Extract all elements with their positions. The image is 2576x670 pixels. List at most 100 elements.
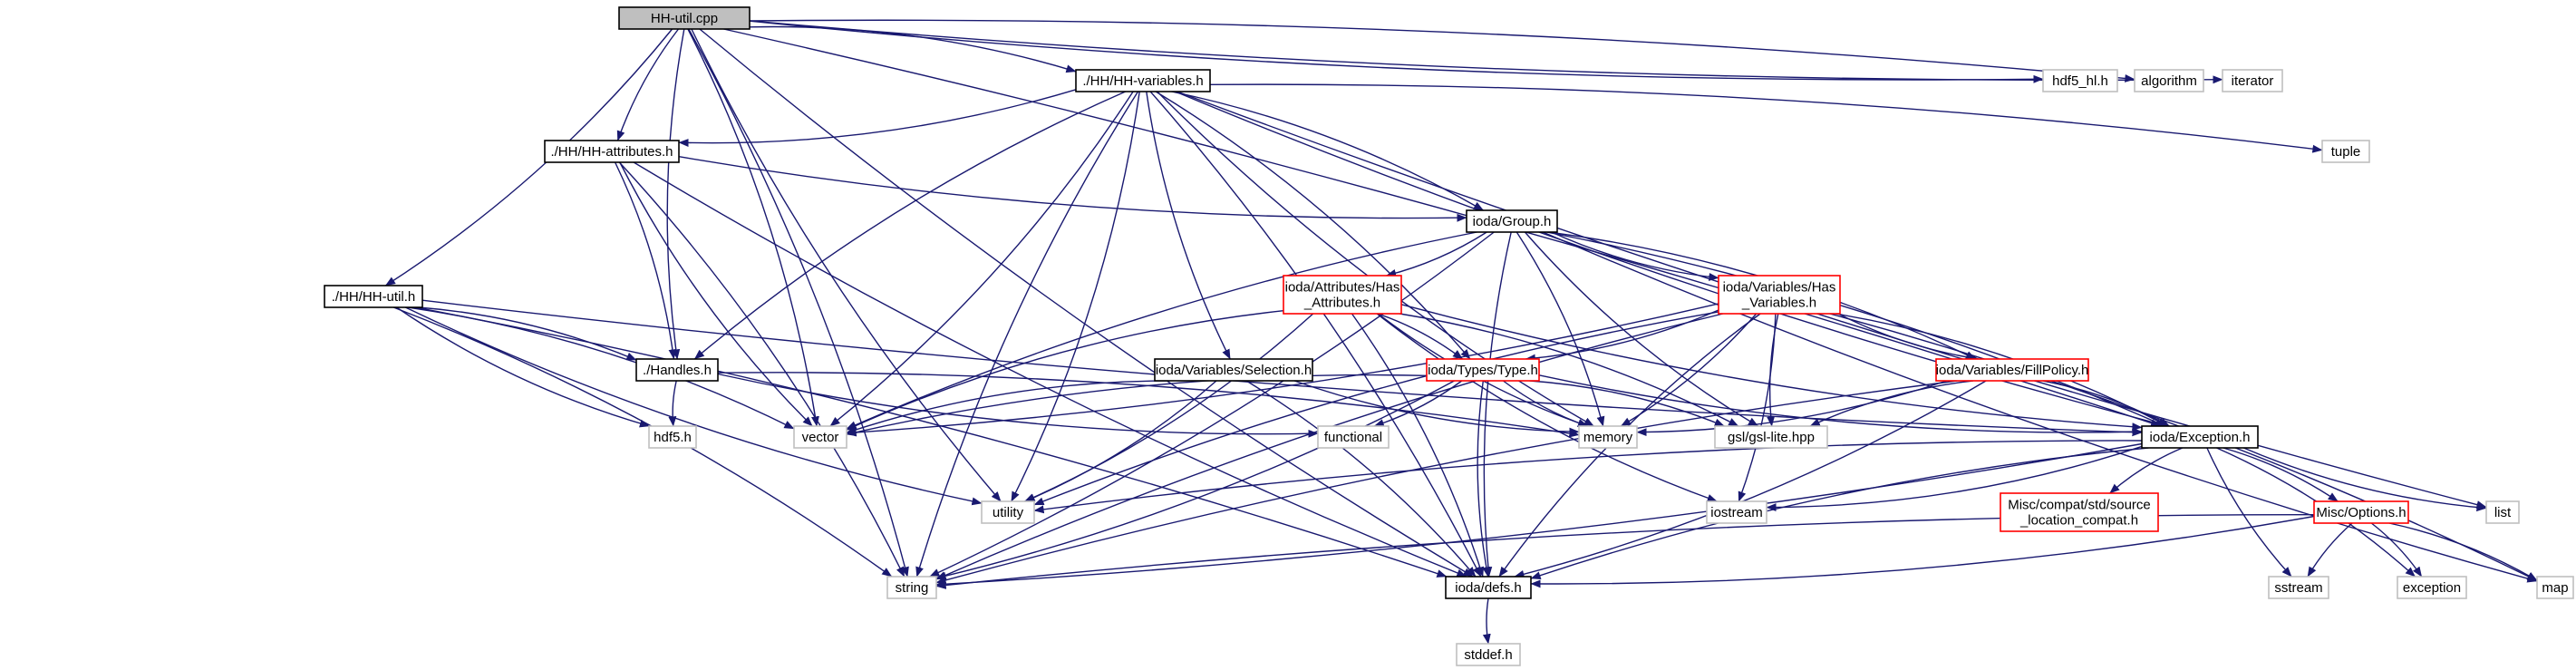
node-hhvars[interactable]: ./HH/HH-variables.h [1075,69,1211,92]
edge-hhattr-to-group [678,156,1467,222]
node-label-hasvars-line-1: ioda/Variables/Has [1723,280,1836,296]
node-box-handles[interactable] [635,358,719,382]
node-functional: functional [1317,425,1390,449]
edge-fillpolicy-to-string [935,380,1958,585]
node-stddef: stddef.h [1456,643,1521,666]
node-handles[interactable]: ./Handles.h [635,358,719,382]
node-algorithm: algorithm [2134,69,2204,92]
node-srcloc[interactable]: Misc/compat/std/source_location_compat.h [2000,492,2159,532]
node-group[interactable]: ioda/Group.h [1466,209,1558,233]
node-label-defs: ioda/defs.h [1455,580,1521,596]
node-layer: HH-util.cpp ./HH/HH-variables.h ./HH/HH-at… [324,6,2574,666]
node-root[interactable]: HH-util.cpp [618,6,751,30]
edge-hasvars-to-iostream [1738,313,1777,502]
node-label-string: string [896,580,929,596]
node-box-type[interactable] [1426,358,1540,382]
node-label-group: ioda/Group.h [1473,214,1552,229]
edge-hasattr-to-gsl [1399,313,1739,427]
edge-root-to-iterator [749,20,2223,84]
node-label-utility: utility [993,505,1024,520]
edge-options-to-defs [1530,515,2315,588]
node-label-vector: vector [802,430,839,445]
edge-exception-to-list [2243,447,2487,512]
node-hhutil[interactable]: ./HH/HH-util.h [324,285,423,308]
edge-root-to-defs [699,28,1474,578]
node-box-fillpolicy[interactable] [1935,358,2089,382]
node-box-options[interactable] [2313,500,2409,524]
edge-defs-to-stddef [1482,597,1491,645]
node-box-group[interactable] [1466,209,1558,233]
node-tuple: tuple [2321,140,2370,163]
edge-selection-to-vector [846,380,1167,434]
node-label-hdf5: hdf5.h [654,430,692,445]
edge-hasvars-to-type [1525,309,1719,363]
node-box-hhattr[interactable] [544,140,680,163]
node-label-map: map [2542,580,2568,596]
node-box-gsl [1714,425,1828,449]
edge-group-to-hasvars [1551,231,1719,281]
node-label-gsl: gsl/gsl-lite.hpp [1728,430,1815,445]
node-label-selection: ioda/Variables/Selection.h [1156,363,1312,378]
node-box-vector [793,425,847,449]
edge-exception-to-sstream [2206,447,2292,578]
node-box-hhvars[interactable] [1075,69,1211,92]
node-box-utility [981,500,1035,524]
node-box-iterator [2222,69,2283,92]
edge-fillpolicy-to-exception [2042,380,2170,427]
node-box-tuple [2321,140,2370,163]
edge-hhvars-to-defs [1149,91,1482,578]
edge-hhattr-to-handles [614,161,677,360]
node-hhattr[interactable]: ./HH/HH-attributes.h [544,140,680,163]
edge-hhvars-to-string [915,91,1139,578]
node-label-handles: ./Handles.h [643,363,712,378]
edge-hhvars-to-utility [1011,91,1140,502]
edge-hhvars-to-exception [1175,91,2168,428]
node-hasattr[interactable]: ioda/Attributes/Has_Attributes.h [1283,275,1402,315]
node-defs[interactable]: ioda/defs.h [1445,576,1532,599]
edge-group-to-defs [1483,231,1512,578]
edge-hhvars-to-hhattr [678,89,1077,147]
node-label-type: ioda/Types/Type.h [1428,363,1538,378]
node-exception[interactable]: ioda/Exception.h [2141,425,2259,449]
node-box-map [2536,576,2574,599]
node-box-hasvars[interactable] [1718,275,1841,315]
node-box-exception[interactable] [2141,425,2259,449]
node-label-hasvars-line-2: _Variables.h [1741,296,1816,311]
node-box-selection[interactable] [1154,358,1313,382]
node-box-root[interactable] [618,6,751,30]
edge-fillpolicy-to-gsl [1809,380,1973,427]
node-label-hhvars: ./HH/HH-variables.h [1082,73,1203,89]
node-box-functional [1317,425,1390,449]
node-label-iterator: iterator [2232,73,2274,89]
node-box-srcloc[interactable] [2000,492,2159,532]
node-box-sstream [2268,576,2329,599]
node-box-hhutil[interactable] [324,285,423,308]
node-type[interactable]: ioda/Types/Type.h [1426,358,1540,382]
node-box-stddef [1456,643,1521,666]
edge-root-to-algorithm [749,19,2135,83]
node-label-fillpolicy: ioda/Variables/FillPolicy.h [1936,363,2089,378]
node-box-string [886,576,937,599]
node-selection[interactable]: ioda/Variables/Selection.h [1154,358,1313,382]
node-box-defs[interactable] [1445,576,1532,599]
edge-options-to-map [2388,522,2538,581]
edge-hasattr-to-iostream [1376,313,1718,502]
edge-group-to-map [1542,231,2538,583]
edge-hhutil-to-handles [418,306,637,361]
edge-root-to-hhattr [616,28,680,141]
node-iterator: iterator [2222,69,2283,92]
edge-exception-to-string [935,442,2143,588]
edge-root-to-exception [723,28,2162,427]
edge-root-to-vector [687,28,819,427]
node-box-exceptionstd [2397,576,2467,599]
node-box-hasattr[interactable] [1283,275,1402,315]
edge-hhattr-to-defs [633,161,1467,578]
node-label-hasattr-line-1: ioda/Attributes/Has [1285,280,1400,296]
node-fillpolicy[interactable]: ioda/Variables/FillPolicy.h [1935,358,2089,382]
node-options[interactable]: Misc/Options.h [2313,500,2409,524]
node-label-stddef: stddef.h [1464,647,1512,663]
node-hasvars[interactable]: ioda/Variables/Has_Variables.h [1718,275,1841,315]
edge-hasvars-to-fillpolicy [1837,313,1980,362]
node-string: string [886,576,937,599]
